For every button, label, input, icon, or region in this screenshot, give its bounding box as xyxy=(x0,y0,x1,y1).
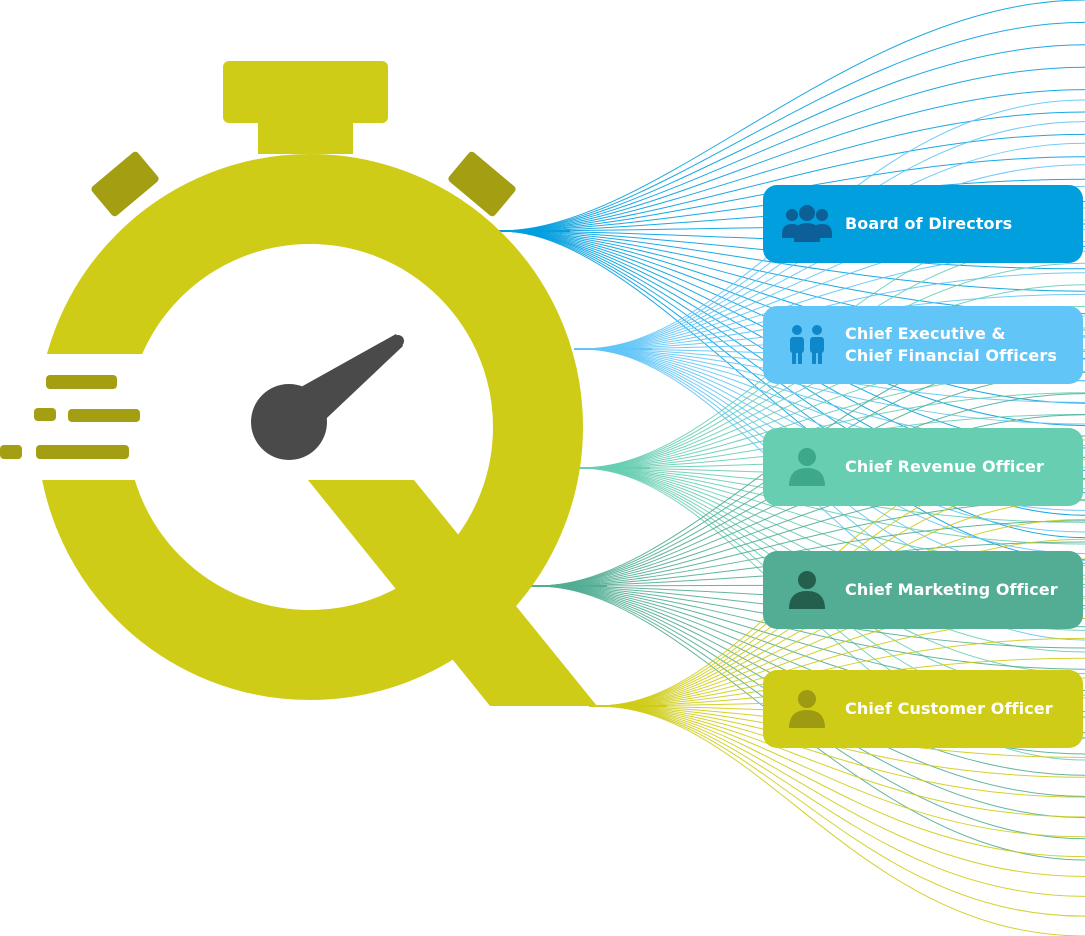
speed-line-3a xyxy=(0,445,22,459)
speed-line-3b xyxy=(36,445,129,459)
flow-line-board xyxy=(499,44,1085,232)
role-card-cco[interactable]: Chief Customer Officer xyxy=(763,670,1083,748)
flow-line-cro xyxy=(579,467,1085,545)
person-icon xyxy=(779,445,835,489)
speed-line-2a xyxy=(34,408,56,421)
flow-line-cco xyxy=(596,705,1085,877)
stopwatch-right-lug xyxy=(448,151,516,217)
role-card-cro[interactable]: Chief Revenue Officer xyxy=(763,428,1083,506)
two-persons-icon xyxy=(779,323,835,367)
flow-line-board xyxy=(499,111,1085,232)
role-label: Chief Marketing Officer xyxy=(845,580,1058,599)
group-icon xyxy=(779,202,835,246)
flow-line-cco xyxy=(596,705,1085,818)
flow-line-cco xyxy=(596,705,1085,838)
stopwatch-needle xyxy=(251,334,404,460)
flow-line-board xyxy=(499,133,1085,232)
role-label: Chief Revenue Officer xyxy=(845,457,1044,476)
flow-line-cco xyxy=(596,705,1085,917)
person-icon xyxy=(779,687,835,731)
role-label: Chief Customer Officer xyxy=(845,699,1053,718)
stopwatch-stem xyxy=(258,118,353,154)
flow-line-cco xyxy=(596,705,1085,897)
role-label: Chief Executive & Chief Financial Office… xyxy=(845,324,1057,365)
flow-line-board xyxy=(499,230,1085,561)
speed-line-1 xyxy=(46,375,117,389)
q-tail xyxy=(308,480,597,706)
role-label: Board of Directors xyxy=(845,214,1013,233)
role-card-cmo[interactable]: Chief Marketing Officer xyxy=(763,551,1083,629)
stopwatch-top-button xyxy=(223,61,388,123)
flow-line-board xyxy=(499,230,1085,292)
stopwatch-left-lug xyxy=(91,151,159,217)
flow-line-cco xyxy=(596,705,1085,798)
person-icon xyxy=(779,568,835,612)
flow-line-board xyxy=(499,89,1085,232)
speed-line-2b xyxy=(68,409,140,422)
flow-line-board xyxy=(499,0,1085,232)
flow-line-cco xyxy=(596,705,1085,936)
flow-line-cco xyxy=(596,705,1085,858)
role-card-ceo-cfo[interactable]: Chief Executive & Chief Financial Office… xyxy=(763,306,1083,384)
flow-line-board xyxy=(499,21,1085,232)
stopwatch-q-logo-icon xyxy=(0,61,597,706)
role-card-board[interactable]: Board of Directors xyxy=(763,185,1083,263)
flow-line-board xyxy=(499,66,1085,232)
